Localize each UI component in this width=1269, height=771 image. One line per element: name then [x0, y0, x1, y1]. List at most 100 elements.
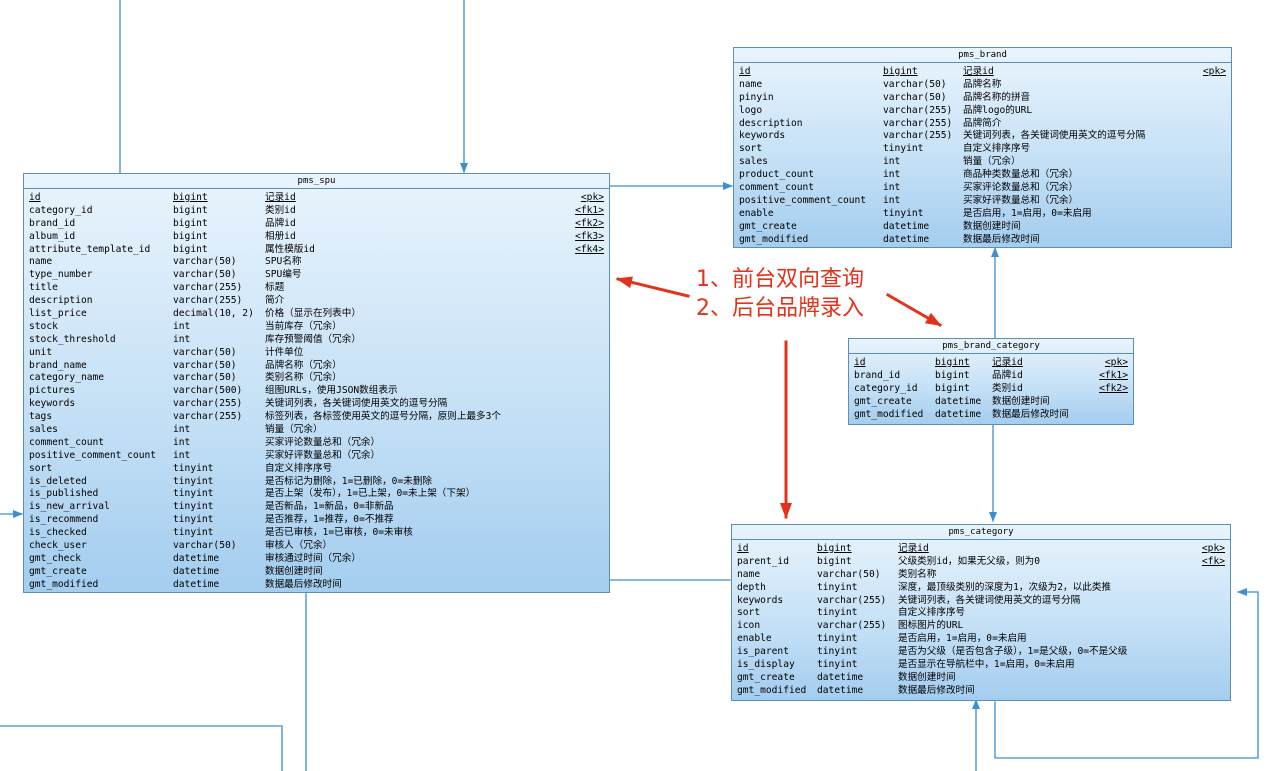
column-comment: 是否上架（发布），1=已上架，0=未上架（下架）	[265, 488, 476, 500]
column-name: logo	[739, 104, 763, 116]
column-type: varchar(50)	[173, 540, 237, 552]
column-name: brand_name	[29, 359, 87, 371]
column-comment: 标签列表，各标签使用英文的逗号分隔，原则上最多3个	[265, 411, 502, 423]
red-arrow-to-spu	[616, 276, 690, 298]
table-title: pms_spu	[24, 174, 609, 189]
red-arrow-to-brand-category	[885, 292, 943, 328]
column-name: positive_comment_count	[29, 449, 157, 461]
column-type: bigint	[883, 66, 918, 77]
column-comment: 是否启用，1=启用，0=未启用	[963, 207, 1092, 219]
column-type: int	[883, 169, 901, 181]
column-comment: 买家好评数量总和（冗余）	[963, 194, 1079, 206]
column-name: is_parent	[737, 646, 789, 658]
column-comment: 审核人（冗余）	[265, 540, 333, 552]
column-comment: 品牌名称的拼音	[963, 91, 1031, 103]
column-comment: 当前库存（冗余）	[265, 320, 342, 332]
column-type: tinyint	[883, 207, 924, 219]
column-comment: SPU编号	[265, 269, 302, 281]
column-type: varchar(255)	[883, 104, 953, 116]
column-comment: 品牌名称	[963, 78, 1002, 90]
column-comment: 标题	[265, 282, 285, 294]
column-type: int	[883, 194, 901, 206]
column-type: varchar(255)	[817, 594, 887, 606]
column-name: gmt_modified	[29, 578, 99, 590]
table-title: pms_category	[732, 525, 1230, 540]
column-comment: 是否标记为删除，1=已删除，0=未删除	[265, 475, 433, 487]
column-name: is_checked	[29, 527, 87, 539]
column-name: stock_threshold	[29, 333, 116, 345]
column-name: title	[29, 282, 58, 294]
column-comment: 类别名称（冗余）	[265, 372, 342, 384]
column-name: type_number	[29, 269, 93, 281]
